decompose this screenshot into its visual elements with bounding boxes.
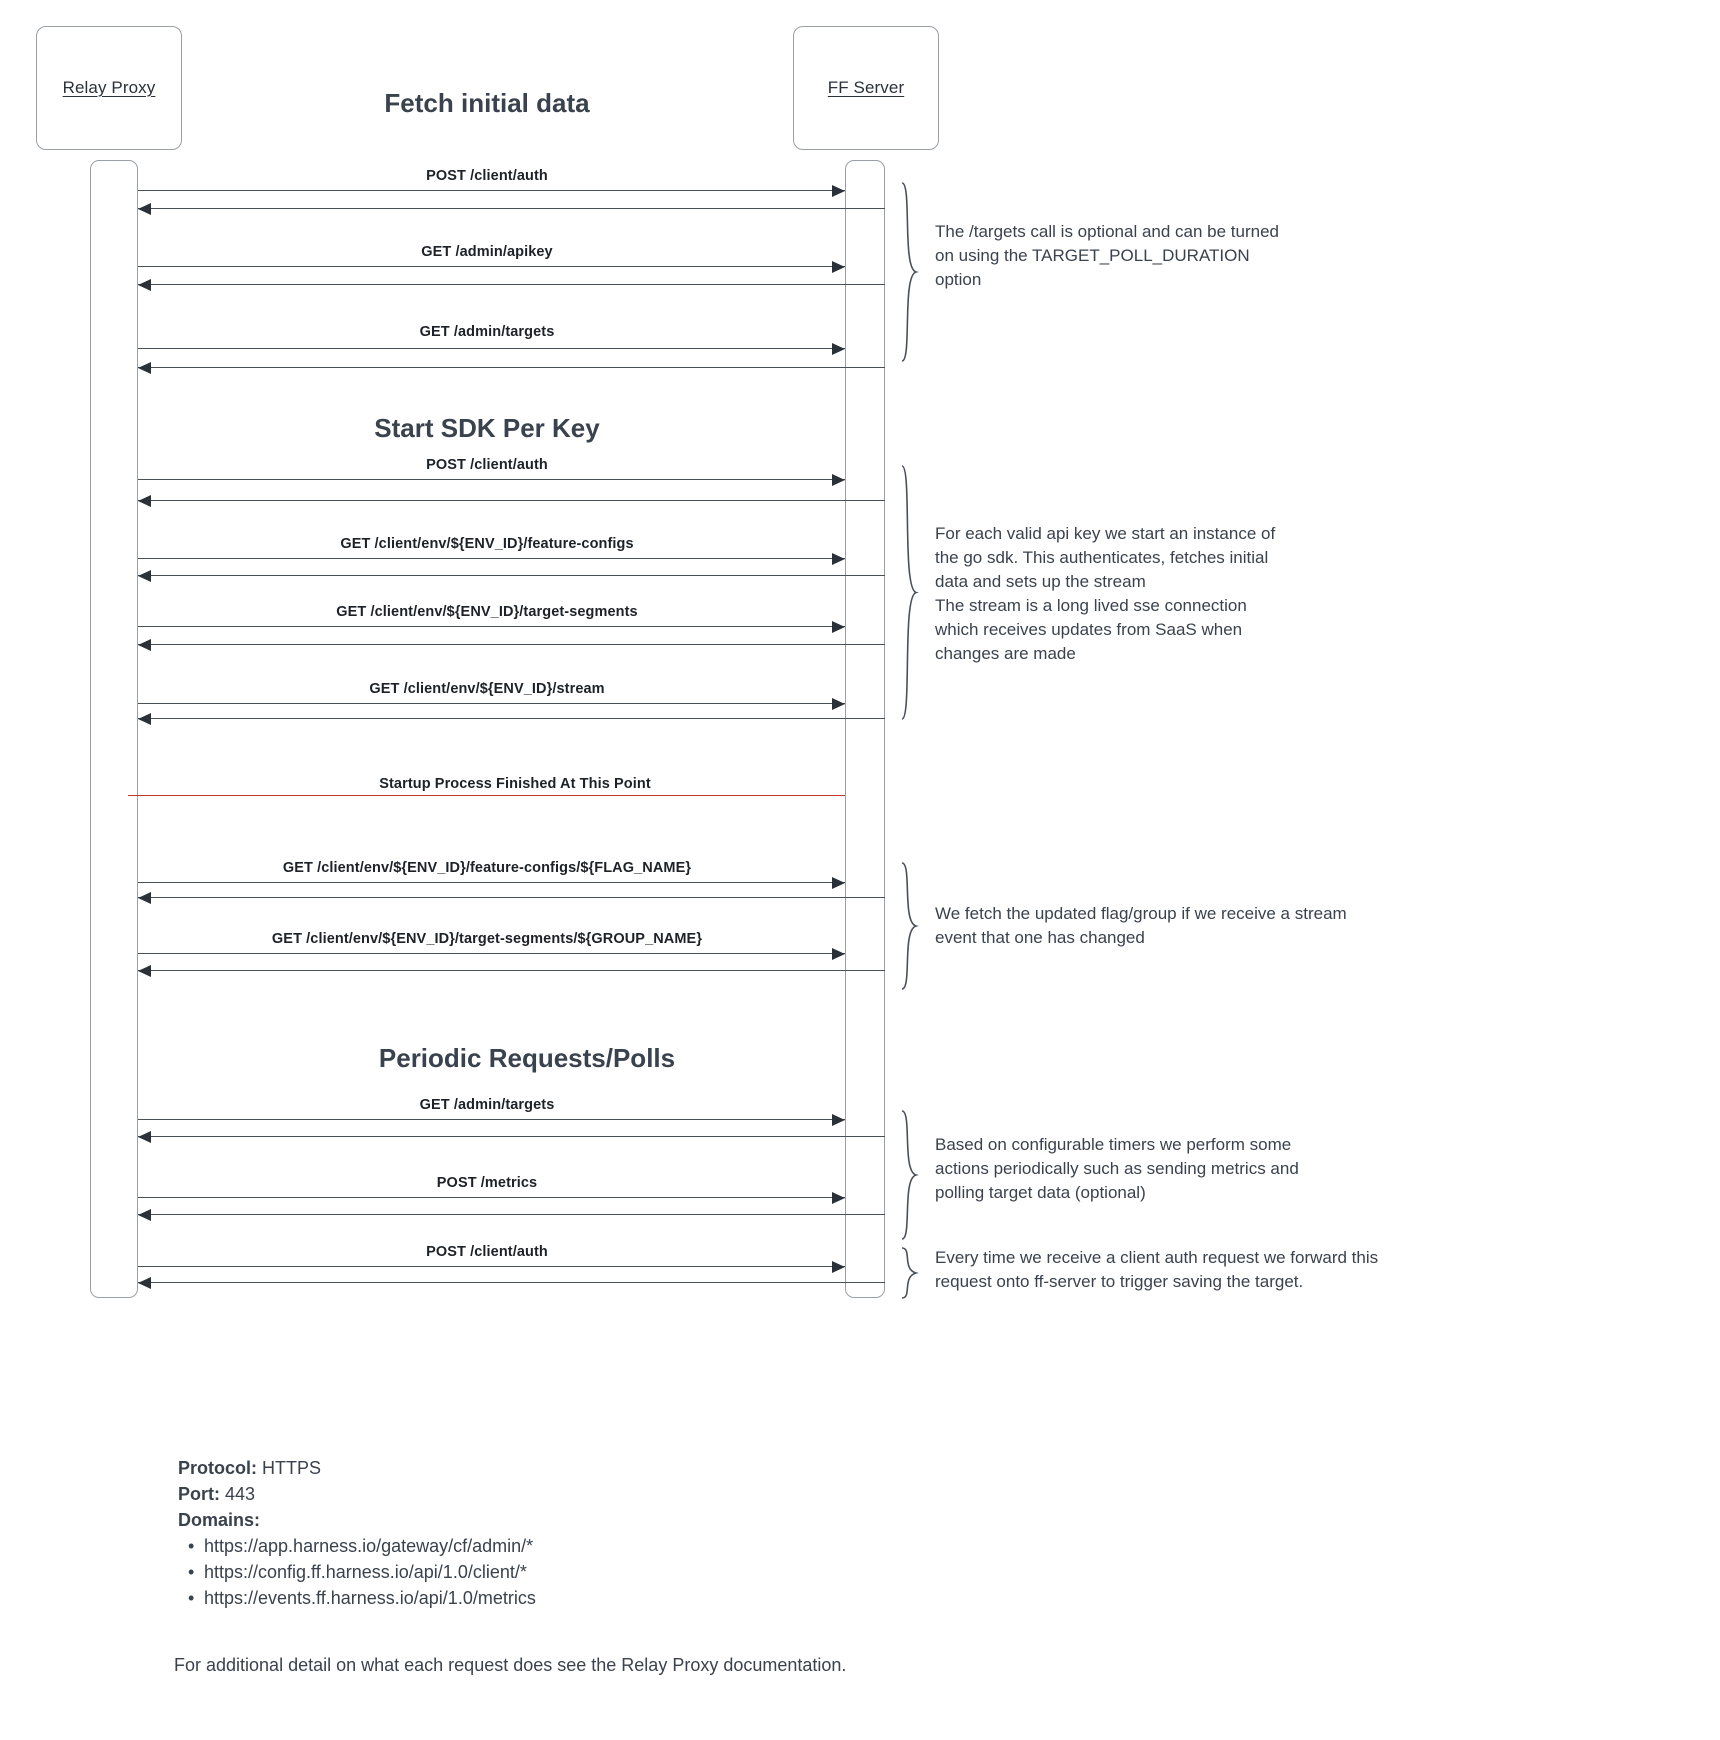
message-line (138, 575, 885, 576)
message-label: GET /client/env/${ENV_ID}/feature-config… (282, 860, 692, 876)
arrow-head-left (138, 638, 151, 651)
message-label: GET /client/env/${ENV_ID}/feature-config… (340, 536, 634, 552)
note-brace (898, 182, 924, 362)
note-text: For each valid api key we start an insta… (935, 524, 1276, 663)
arrow-head-right (832, 342, 845, 355)
message-line (138, 367, 885, 368)
note-brace (898, 465, 924, 720)
arrow-head-left (138, 1208, 151, 1221)
footer-port-key: Port: (178, 1484, 220, 1504)
footer-domain-item: https://app.harness.io/gateway/cf/admin/… (188, 1533, 536, 1559)
message-line (138, 953, 845, 954)
participant-box-ff-server: FF Server (793, 26, 939, 150)
lifeline-ff-server (845, 160, 885, 1298)
arrow-head-right (832, 876, 845, 889)
arrow-head-right (832, 697, 845, 710)
message-line (138, 644, 885, 645)
arrow-head-left (138, 569, 151, 582)
footer-protocol-value: HTTPS (262, 1458, 322, 1478)
message-label: POST /client/auth (426, 168, 548, 184)
message-line (138, 284, 885, 285)
section-title-start-sdk-per-key: Start SDK Per Key (374, 413, 600, 443)
footer-domains-row: Domains: (178, 1507, 536, 1533)
note-brace (898, 1110, 924, 1240)
message-label: GET /client/env/${ENV_ID}/stream (369, 681, 605, 697)
message-line (138, 190, 845, 191)
note-text: Every time we receive a client auth requ… (935, 1248, 1379, 1291)
message-line (138, 1136, 885, 1137)
message-line (138, 882, 845, 883)
message-label: GET /admin/targets (419, 324, 555, 340)
message-line (138, 348, 845, 349)
footer-domains-key: Domains: (178, 1510, 261, 1530)
note-text: Based on configurable timers we perform … (935, 1135, 1299, 1202)
section-title-fetch-initial-data: Fetch initial data (384, 88, 590, 118)
arrow-head-left (138, 202, 151, 215)
message-line (138, 970, 885, 971)
participant-box-relay-proxy: Relay Proxy (36, 26, 182, 150)
message-line (138, 500, 885, 501)
message-line (138, 1119, 845, 1120)
arrow-head-left (138, 278, 151, 291)
arrow-head-right (832, 1113, 845, 1126)
message-label: POST /client/auth (426, 1244, 548, 1260)
message-label: POST /metrics (436, 1175, 538, 1191)
message-label: GET /admin/apikey (421, 244, 553, 260)
footer-port-row: Port: 443 (178, 1481, 536, 1507)
footer-domain-list: https://app.harness.io/gateway/cf/admin/… (178, 1533, 536, 1611)
message-line (138, 897, 885, 898)
footer-domain-item: https://events.ff.harness.io/api/1.0/met… (188, 1585, 536, 1611)
arrow-head-right (832, 473, 845, 486)
message-label: GET /client/env/${ENV_ID}/target-segment… (271, 931, 703, 947)
note-brace (898, 1247, 924, 1299)
footer-connection-details: Protocol: HTTPS Port: 443 Domains: https… (178, 1455, 536, 1611)
divider-line-startup-finished (128, 795, 845, 796)
arrow-head-left (138, 891, 151, 904)
arrow-head-right (832, 1191, 845, 1204)
note-text: We fetch the updated flag/group if we re… (935, 904, 1347, 947)
message-line (138, 266, 845, 267)
message-line (138, 208, 885, 209)
message-line (138, 1266, 845, 1267)
arrow-head-left (138, 712, 151, 725)
message-line (138, 718, 885, 719)
message-line (138, 703, 845, 704)
arrow-head-right (832, 260, 845, 273)
arrow-head-right (832, 184, 845, 197)
message-line (138, 1214, 885, 1215)
participant-label-relay-proxy: Relay Proxy (62, 78, 156, 97)
message-line (138, 479, 845, 480)
divider-label-startup-finished: Startup Process Finished At This Point (379, 776, 651, 792)
arrow-head-left (138, 1130, 151, 1143)
message-line (138, 558, 845, 559)
arrow-head-right (832, 620, 845, 633)
arrow-head-right (832, 947, 845, 960)
message-line (138, 626, 845, 627)
footer-protocol-key: Protocol: (178, 1458, 257, 1478)
footer-protocol-row: Protocol: HTTPS (178, 1455, 536, 1481)
message-label: GET /admin/targets (419, 1097, 555, 1113)
arrow-head-right (832, 1260, 845, 1273)
note-brace (898, 862, 924, 990)
footer-port-value: 443 (225, 1484, 256, 1504)
lifeline-relay-proxy (90, 160, 138, 1298)
section-title-periodic-requests: Periodic Requests/Polls (378, 1043, 676, 1073)
message-label: POST /client/auth (426, 457, 548, 473)
arrow-head-left (138, 1276, 151, 1289)
arrow-head-left (138, 494, 151, 507)
note-text: The /targets call is optional and can be… (935, 222, 1279, 289)
message-line (138, 1197, 845, 1198)
message-line (138, 1282, 885, 1283)
message-label: GET /client/env/${ENV_ID}/target-segment… (336, 604, 638, 620)
arrow-head-left (138, 361, 151, 374)
participant-label-ff-server: FF Server (827, 78, 905, 97)
footer-documentation-note: For additional detail on what each reque… (174, 1655, 847, 1675)
arrow-head-right (832, 552, 845, 565)
arrow-head-left (138, 964, 151, 977)
footer-domain-item: https://config.ff.harness.io/api/1.0/cli… (188, 1559, 536, 1585)
